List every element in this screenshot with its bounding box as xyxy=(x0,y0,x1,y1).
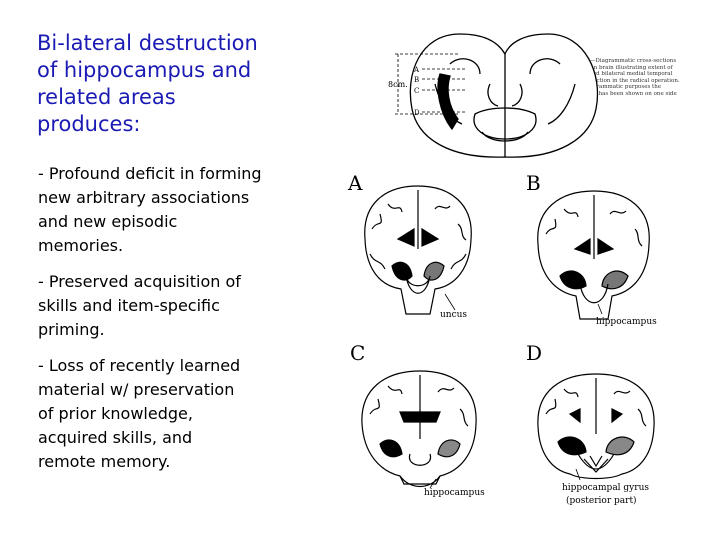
panel-d-label-line-1: hippocampal gyrus xyxy=(562,483,649,493)
panel-d-label-line-2: (posterior part) xyxy=(566,495,637,506)
scale-label: 8cm. xyxy=(388,80,408,89)
panel-a-label: uncus xyxy=(440,310,467,320)
coronal-section-b xyxy=(537,190,650,320)
panel-c-label: hippocampus xyxy=(424,488,485,498)
level-label-d: D xyxy=(414,109,420,117)
coronal-section-d xyxy=(537,373,655,480)
bullet-associations: - Profound deficit in forming new arbitr… xyxy=(38,164,262,255)
panel-b-letter: B xyxy=(526,171,541,195)
brain-horizontal-section xyxy=(409,33,599,158)
bullet-memory-loss: - Loss of recently learned material w/ p… xyxy=(38,356,241,471)
panel-c-letter: C xyxy=(350,341,365,365)
panel-b-label: hippocampus xyxy=(596,317,657,327)
brain-figure: 8cm. A B C D A uncus B xyxy=(340,14,720,514)
panel-d-letter: D xyxy=(526,341,542,365)
level-label-b: B xyxy=(414,76,419,84)
level-label-a: A xyxy=(413,66,420,74)
slide-title: Bi-lateral destruction of hippocampus an… xyxy=(37,31,258,136)
level-label-c: C xyxy=(414,87,419,95)
coronal-section-c xyxy=(361,370,477,488)
bullet-skills: - Preserved acquisition of skills and it… xyxy=(38,272,241,339)
coronal-section-a xyxy=(364,185,472,315)
scale-bracket xyxy=(395,53,465,115)
panel-a-letter: A xyxy=(347,171,363,195)
